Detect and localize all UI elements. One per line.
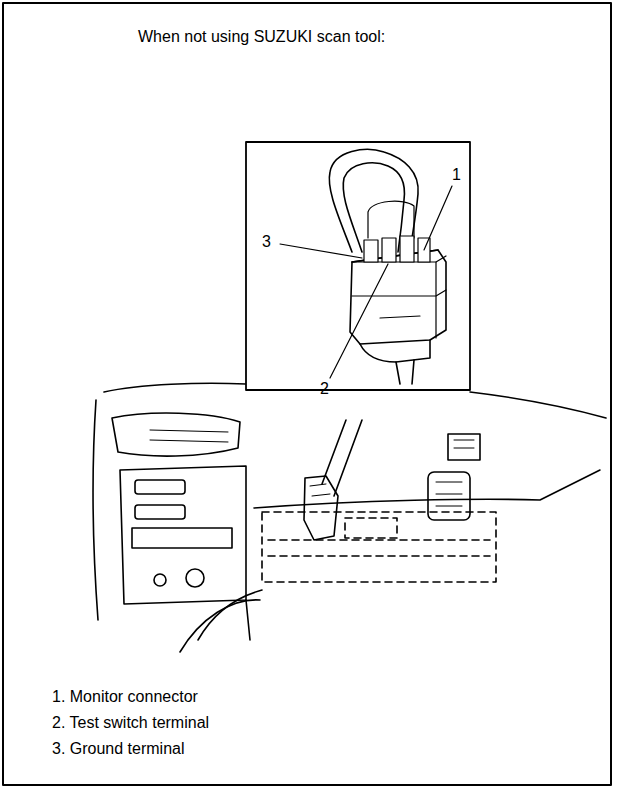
knob (154, 574, 166, 586)
callout-number: 2 (320, 380, 329, 398)
leader-line (280, 244, 362, 258)
glove-box (262, 512, 496, 582)
knob (135, 505, 185, 519)
knob (135, 480, 185, 494)
steering-wheel (198, 590, 262, 640)
dash-edge (93, 400, 98, 620)
slot (132, 528, 232, 548)
legend-text: 2. Test switch terminal (52, 714, 209, 732)
harness (396, 360, 414, 384)
vent-slat (150, 430, 228, 442)
dash-edge (104, 383, 246, 392)
monitor-connector-small (304, 476, 338, 540)
knob (186, 569, 204, 587)
callout-number: 1 (452, 166, 461, 184)
inset-pointer (322, 420, 362, 496)
legend-text: 3. Ground terminal (52, 740, 185, 758)
vent (428, 472, 470, 520)
leader-line (330, 264, 388, 378)
harness (360, 340, 430, 362)
legend-text: 1. Monitor connector (52, 688, 198, 706)
title: When not using SUZUKI scan tool: (138, 28, 385, 46)
callout-number: 3 (262, 233, 271, 251)
leader-line (424, 186, 452, 250)
terminal (364, 236, 430, 262)
center-panel (120, 466, 246, 604)
connector-body (350, 250, 446, 344)
frame (3, 3, 611, 785)
switch (448, 434, 480, 460)
vent (112, 413, 240, 456)
inset-frame (246, 142, 470, 390)
dash-edge (246, 470, 600, 640)
cap (368, 201, 414, 238)
dash-edge (470, 392, 606, 418)
